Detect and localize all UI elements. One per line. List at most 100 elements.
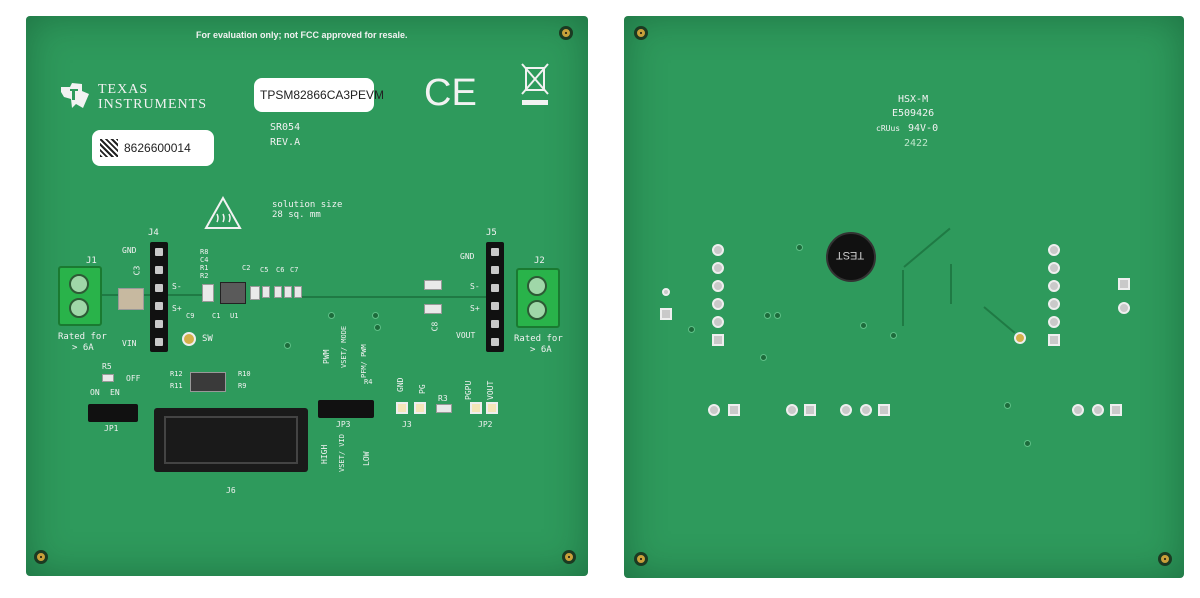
- pin-pad-square: [1110, 404, 1122, 416]
- rated-right-1: Rated for: [514, 334, 563, 344]
- j6-connector[interactable]: [154, 408, 308, 472]
- vout-bottom-label: VOUT: [486, 380, 495, 400]
- vset-mode-label: VSET/ MODE: [340, 325, 348, 368]
- pin-pad-square: [712, 334, 724, 346]
- c9-label: C9: [186, 312, 195, 320]
- gnd-bottom-label: GND: [396, 377, 405, 392]
- output-trace: [296, 296, 491, 298]
- j3-label: J3: [402, 420, 412, 429]
- r4-label: R4: [364, 378, 373, 386]
- pin-pad: [1048, 262, 1060, 274]
- j4-s-plus-label: S+: [172, 304, 182, 313]
- jp2-label: JP2: [478, 420, 493, 429]
- capacitor-c8b: [424, 304, 442, 314]
- capacitor-c1: [250, 286, 260, 300]
- solution-size-line-2: 28 sq. mm: [272, 210, 321, 220]
- r10-label: R10: [238, 370, 251, 378]
- pwm-label: PWM: [322, 349, 331, 364]
- j5-header[interactable]: [486, 242, 504, 352]
- via: [688, 326, 695, 333]
- flammability-rating: 94V-0: [908, 123, 939, 134]
- solution-size-line-1: solution size: [272, 200, 343, 210]
- capacitor-c2: [262, 286, 270, 298]
- c7-label: C7: [290, 266, 299, 274]
- pin-pad: [1048, 244, 1060, 256]
- gnd-test-pad[interactable]: [396, 402, 408, 414]
- pin-pad: [860, 404, 872, 416]
- off-label: OFF: [126, 374, 141, 383]
- r3-label: R3: [438, 394, 448, 403]
- capacitor-c6: [284, 286, 292, 298]
- via: [860, 322, 867, 329]
- r5-label: R5: [102, 362, 112, 371]
- via: [890, 332, 897, 339]
- pin-pad: [662, 288, 670, 296]
- trace: [902, 270, 904, 326]
- pin-pad-square: [660, 308, 672, 320]
- pin-pad: [712, 262, 724, 274]
- test-stamp-text: TEST: [836, 249, 865, 261]
- r9-label: R9: [238, 382, 247, 390]
- pcb-back: HSX-M E509426 cRUus 94V-0 2422 TEST: [624, 16, 1184, 578]
- model-number: TPSM82866CA3PEVM: [260, 88, 385, 102]
- test-stamp: TEST: [826, 232, 876, 282]
- weee-bin-icon: [521, 63, 549, 105]
- pin-pad-square: [1048, 334, 1060, 346]
- via: [764, 312, 771, 319]
- disclaimer-text: For evaluation only; not FCC approved fo…: [196, 30, 408, 40]
- input-trace: [86, 294, 206, 296]
- screw-icon: [527, 276, 547, 296]
- mounting-hole: [634, 552, 648, 566]
- capacitor-c9: [202, 284, 214, 302]
- j1-terminal-block[interactable]: [58, 266, 102, 326]
- c4-label: C4: [200, 256, 209, 264]
- pin-pad: [1048, 316, 1060, 328]
- pcb-front: For evaluation only; not FCC approved fo…: [26, 16, 588, 576]
- mounting-hole: [562, 550, 576, 564]
- r11-label: R11: [170, 382, 183, 390]
- sw-label: SW: [202, 334, 213, 344]
- model-label: TPSM82866CA3PEVM: [254, 78, 384, 112]
- jp3-label: JP3: [336, 420, 351, 429]
- u1-label: U1: [230, 312, 239, 320]
- c2-label: C2: [242, 264, 251, 272]
- via: [328, 312, 335, 319]
- j5-vout-label: VOUT: [456, 331, 476, 340]
- via: [374, 324, 381, 331]
- trace: [950, 264, 952, 304]
- pin-pad: [708, 404, 720, 416]
- c6-label: C6: [276, 266, 285, 274]
- via: [774, 312, 781, 319]
- pin-pad: [712, 316, 724, 328]
- mfg-code: HSX-M: [898, 94, 929, 105]
- sw-test-point[interactable]: [182, 332, 196, 346]
- mounting-hole: [34, 550, 48, 564]
- low-label: LOW: [362, 451, 371, 466]
- j2-terminal-block[interactable]: [516, 268, 560, 328]
- pin-pad-square: [1118, 278, 1130, 290]
- j5-s-plus-label: S+: [470, 304, 480, 313]
- rated-left-2: > 6A: [72, 343, 94, 353]
- pin-pad: [712, 298, 724, 310]
- via: [1024, 440, 1031, 447]
- vset-vid-label: VSET/ VID: [338, 434, 346, 472]
- j4-header[interactable]: [150, 242, 168, 352]
- ti-logo-icon: [61, 83, 89, 108]
- resistor-r5: [102, 374, 114, 382]
- vout-test-pad[interactable]: [486, 402, 498, 414]
- resistor-array: [190, 372, 226, 392]
- mounting-hole: [1158, 552, 1172, 566]
- test-point: [1014, 332, 1026, 344]
- j4-s-minus-label: S-: [172, 282, 182, 291]
- jp1-jumper[interactable]: [88, 404, 138, 422]
- capacitor-c5: [274, 286, 282, 298]
- pg-test-pad[interactable]: [414, 402, 426, 414]
- via: [372, 312, 379, 319]
- j5-gnd-label: GND: [460, 252, 475, 261]
- pin-pad-square: [728, 404, 740, 416]
- pin-pad: [1118, 302, 1130, 314]
- pgpu-test-pad[interactable]: [470, 402, 482, 414]
- jp3-jumper[interactable]: [318, 400, 374, 418]
- serial-label: 8626600014: [92, 130, 214, 166]
- r2-label: R2: [200, 272, 209, 280]
